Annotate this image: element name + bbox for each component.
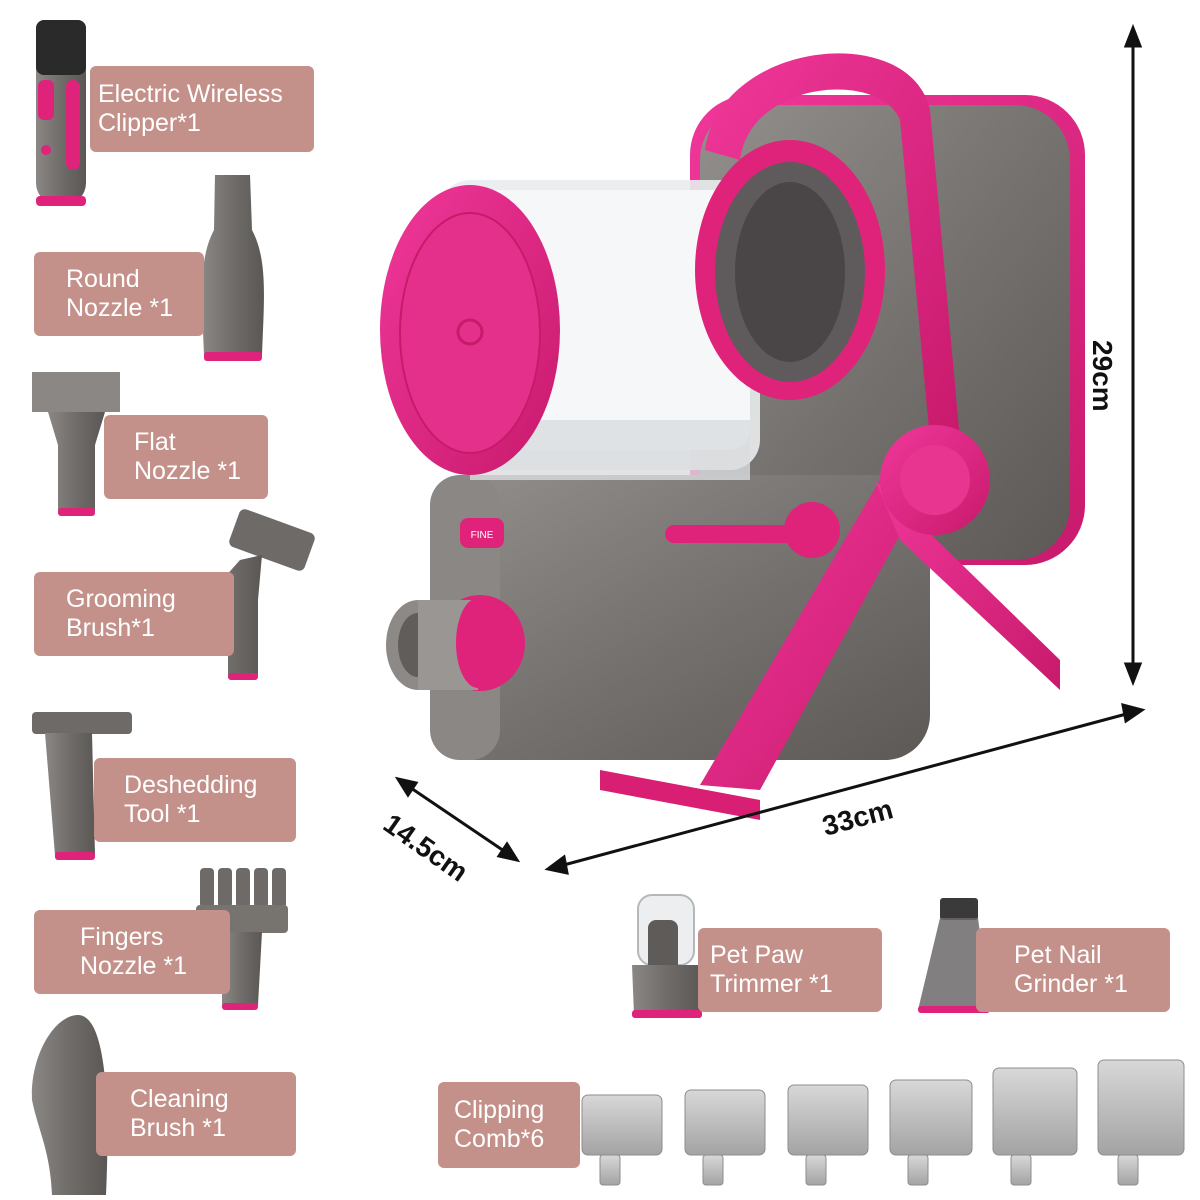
accessory-label-paw-trimmer: Pet Paw Trimmer *1: [698, 928, 882, 1012]
nail-grinder-icon: [918, 898, 990, 1013]
accessory-label-clipper: Electric Wireless Clipper*1: [90, 66, 314, 152]
accessory-label-deshedding-tool: Deshedding Tool *1: [94, 758, 296, 842]
comb-9mm: [787, 1084, 869, 1186]
grooming-vacuum-device: FINE: [380, 53, 1085, 820]
cleaning-brush-icon: [31, 1015, 108, 1195]
height-dimension-arrow: [1123, 23, 1143, 687]
accessory-label-flat-nozzle: Flat Nozzle *1: [104, 415, 268, 499]
depth-dimension-arrow: [394, 776, 521, 863]
wireless-clipper-icon: [36, 20, 86, 206]
flat-nozzle-icon: [32, 372, 120, 516]
accessory-label-fingers-nozzle: Fingers Nozzle *1: [34, 910, 230, 994]
height-dimension-label: 29cm: [1087, 340, 1118, 412]
comb-12mm: [889, 1079, 973, 1186]
comb-6mm: [684, 1089, 766, 1186]
comb-19mm: [992, 1067, 1078, 1186]
paw-trimmer-icon: [632, 894, 702, 1018]
comb-24mm: [1097, 1059, 1185, 1186]
comb-3mm: [581, 1094, 663, 1186]
deshedding-tool-icon: [32, 712, 132, 860]
width-dimension-arrow: [544, 702, 1146, 875]
accessory-label-grooming-brush: Grooming Brush*1: [34, 572, 234, 656]
clipping-combs-icon: [581, 1059, 1185, 1186]
accessory-label-round-nozzle: Round Nozzle *1: [34, 252, 204, 336]
accessory-label-cleaning-brush: Cleaning Brush *1: [96, 1072, 296, 1156]
accessory-label-nail-grinder: Pet Nail Grinder *1: [976, 928, 1170, 1012]
accessory-label-clipping-comb: Clipping Comb*6: [438, 1082, 580, 1168]
round-nozzle-icon: [202, 175, 264, 361]
fine-button-label: FINE: [471, 530, 494, 541]
